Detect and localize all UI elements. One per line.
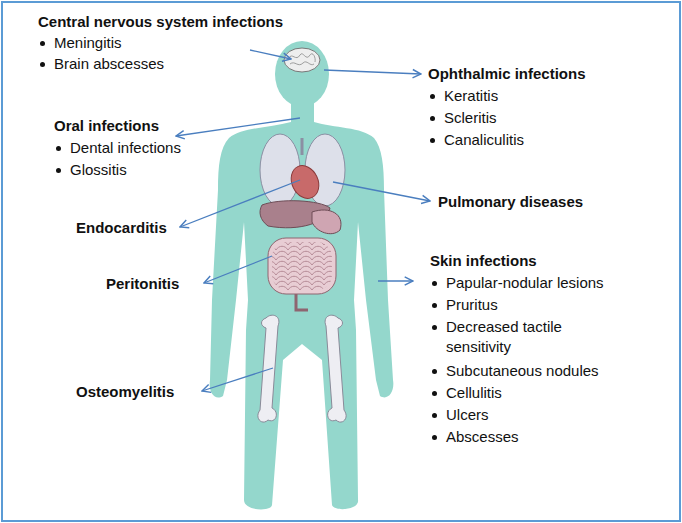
condition-item: Scleritis <box>428 108 497 128</box>
bullet-marker <box>430 116 435 121</box>
heading-text: Skin infections <box>430 252 537 269</box>
body-silhouette <box>210 41 394 509</box>
heading-text: Ophthalmic infections <box>428 65 586 82</box>
bullet-marker <box>40 62 45 67</box>
item-text: Scleritis <box>444 109 497 126</box>
item-text: Pruritus <box>446 296 498 313</box>
condition-item: Canaliculitis <box>428 130 524 150</box>
condition-item: Brain abscesses <box>38 54 164 74</box>
category-heading: Oral infections <box>54 116 159 136</box>
bullet-marker <box>56 168 61 173</box>
heading-text: Oral infections <box>54 117 159 134</box>
category-heading: Osteomyelitis <box>76 382 174 402</box>
bullet-marker <box>40 41 45 46</box>
bullet-marker <box>432 369 437 374</box>
bullet-marker <box>432 435 437 440</box>
condition-item: Abscesses <box>430 427 519 447</box>
bullet-marker <box>432 281 437 286</box>
bullet-marker <box>432 413 437 418</box>
condition-item: Dental infections <box>54 138 181 158</box>
item-text: Abscesses <box>446 428 519 445</box>
category-heading: Ophthalmic infections <box>428 64 586 84</box>
bullet-marker <box>430 94 435 99</box>
category-heading: Peritonitis <box>106 274 179 294</box>
item-text: Cellulitis <box>446 384 502 401</box>
item-text: Dental infections <box>70 139 181 156</box>
condition-item: Papular-nodular lesions <box>430 273 604 293</box>
bullet-marker <box>56 146 61 151</box>
leader-arrows <box>176 50 430 391</box>
item-text: Subcutaneous nodules <box>446 362 599 379</box>
bullet-marker <box>432 391 437 396</box>
condition-item: Decreased tactile sensitivity <box>430 317 586 357</box>
condition-item: Glossitis <box>54 160 127 180</box>
category-heading: Endocarditis <box>76 218 167 238</box>
item-text: Keratitis <box>444 87 498 104</box>
condition-item: Meningitis <box>38 33 122 53</box>
bullet-marker <box>432 303 437 308</box>
condition-item: Pruritus <box>430 295 498 315</box>
item-text: Decreased tactile sensitivity <box>446 318 562 355</box>
category-heading: Pulmonary diseases <box>438 192 583 212</box>
heading-text: Pulmonary diseases <box>438 193 583 210</box>
item-text: Ulcers <box>446 406 489 423</box>
condition-item: Ulcers <box>430 405 489 425</box>
item-text: Brain abscesses <box>54 55 164 72</box>
item-text: Papular-nodular lesions <box>446 274 604 291</box>
condition-item: Cellulitis <box>430 383 502 403</box>
bullet-marker <box>432 325 437 330</box>
category-heading: Skin infections <box>430 251 537 271</box>
condition-item: Subcutaneous nodules <box>430 361 599 381</box>
brain <box>284 48 320 72</box>
item-text: Meningitis <box>54 34 122 51</box>
bullet-marker <box>430 138 435 143</box>
heading-text: Osteomyelitis <box>76 383 174 400</box>
category-heading: Central nervous system infections <box>38 12 283 32</box>
organs <box>260 134 345 310</box>
heading-text: Endocarditis <box>76 219 167 236</box>
condition-item: Keratitis <box>428 86 498 106</box>
heading-text: Peritonitis <box>106 275 179 292</box>
heading-text: Central nervous system infections <box>38 13 283 30</box>
item-text: Canaliculitis <box>444 131 524 148</box>
item-text: Glossitis <box>70 161 127 178</box>
